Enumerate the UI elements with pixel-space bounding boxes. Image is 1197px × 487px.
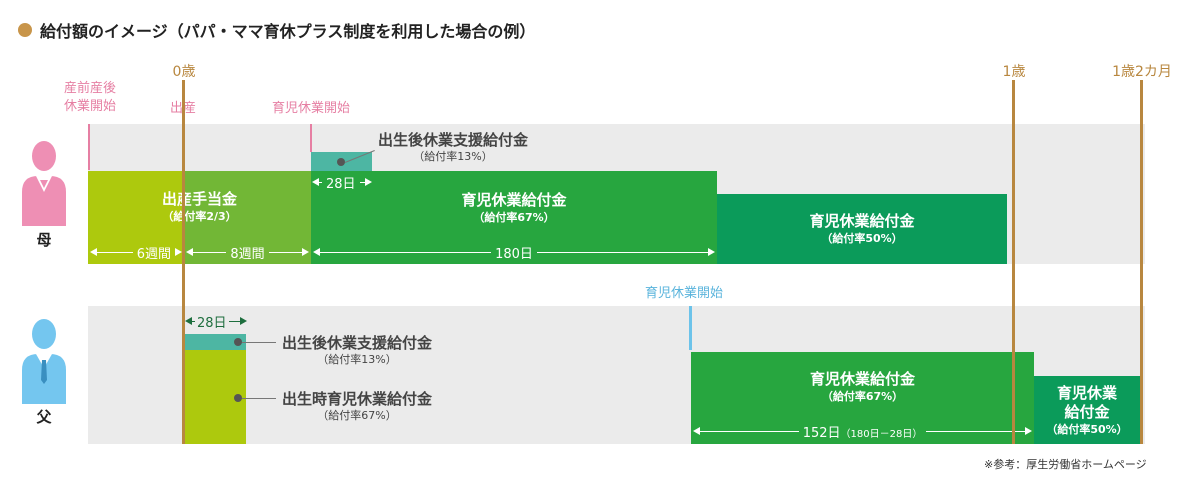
span-152days-note: （180日－28日） bbox=[840, 428, 923, 440]
mother-28days-text: 28日 bbox=[326, 176, 356, 192]
age-0-line bbox=[182, 80, 185, 444]
source-note: ※参考：厚生労働省ホームページ bbox=[984, 458, 1147, 471]
father-childcare-50-name-2: 給付金 bbox=[1064, 402, 1110, 421]
page-title: 給付額のイメージ（パパ・ママ育休プラス制度を利用した場合の例） bbox=[18, 18, 535, 42]
mother-childcare-67-name: 育児休業給付金 bbox=[461, 191, 567, 209]
father-postbirth-bar bbox=[184, 334, 246, 350]
title-text: 給付額のイメージ（パパ・ママ育休プラス制度を利用した場合の例） bbox=[40, 22, 536, 41]
span-180days-text: 180日 bbox=[495, 246, 533, 262]
span-6weeks-arrow: 6週間 bbox=[90, 244, 182, 262]
span-152days-text: 152日（180日－28日） bbox=[799, 422, 927, 441]
maternity-benefit-rate: （給付率2/3） bbox=[162, 210, 237, 223]
father-birth-time-callout: 出生時育児休業給付金 （給付率67%） bbox=[282, 390, 432, 423]
father-postbirth-callout: 出生後休業支援給付金 （給付率13%） bbox=[282, 334, 432, 367]
father-birth-time-rate: （給付率67%） bbox=[317, 409, 397, 422]
prenatal-tick bbox=[88, 124, 90, 170]
father-childcare-50-name-1: 育児休業 bbox=[1056, 383, 1117, 402]
father-28days-text: 28日 bbox=[197, 315, 227, 331]
maternity-benefit-name: 出産手当金 bbox=[161, 190, 237, 208]
span-152days-main: 152日 bbox=[802, 425, 841, 441]
age-1y2m-line bbox=[1140, 80, 1143, 444]
mother-28days-arrow: 28日 bbox=[312, 174, 372, 192]
span-8weeks-arrow: 8週間 bbox=[186, 244, 309, 262]
mother-postbirth-name: 出生後休業支援給付金 bbox=[378, 131, 529, 149]
span-152days-arrow: 152日（180日－28日） bbox=[693, 422, 1033, 441]
mother-person-icon bbox=[22, 141, 66, 226]
mother-childcare-start-label: 育児休業開始 bbox=[271, 101, 350, 116]
span-180days-arrow: 180日 bbox=[313, 244, 716, 262]
father-childcare-67-name: 育児休業給付金 bbox=[809, 370, 915, 388]
father-person-icon bbox=[22, 319, 66, 404]
mother-childcare-50-rate: （給付率50%） bbox=[821, 232, 903, 245]
father-childcare-67-bar: 育児休業給付金 （給付率67%） bbox=[691, 352, 1034, 444]
mother-childcare-tick bbox=[310, 124, 312, 152]
maternity-prenatal-bar bbox=[88, 171, 184, 264]
father-childcare-tick bbox=[689, 306, 692, 350]
mother-childcare-50-bar: 育児休業給付金 （給付率50%） bbox=[717, 194, 1007, 264]
prenatal-leave-start-label: 産前産後 休業開始 bbox=[63, 81, 116, 114]
mother-postbirth-dot bbox=[337, 158, 345, 166]
age-1y2m-label: 1歳2カ月 bbox=[1112, 64, 1172, 80]
father-postbirth-name: 出生後休業支援給付金 bbox=[282, 334, 433, 352]
mother-childcare-67-rate: （給付率67%） bbox=[473, 211, 555, 224]
father-childcare-start-label: 育児休業開始 bbox=[645, 286, 724, 301]
age-1-label: 1歳 bbox=[1002, 64, 1026, 80]
span-6weeks-text: 6週間 bbox=[136, 246, 171, 262]
father-childcare-50-bar: 育児休業 給付金 （給付率50%） bbox=[1034, 376, 1140, 444]
mother-childcare-67-bar: 育児休業給付金 （給付率67%） bbox=[311, 171, 717, 264]
mother-postbirth-callout: 出生後休業支援給付金 （給付率13%） bbox=[378, 131, 528, 164]
father-postbirth-dot bbox=[234, 338, 242, 346]
maternity-benefit-label: 出産手当金 （給付率2/3） bbox=[88, 171, 311, 243]
age-0-label: 0歳 bbox=[172, 64, 196, 80]
father-postbirth-leader bbox=[242, 342, 276, 343]
father-birth-time-name: 出生時育児休業給付金 bbox=[282, 390, 433, 408]
father-childcare-67-rate: （給付率67%） bbox=[821, 390, 904, 403]
father-28days-arrow: 28日 bbox=[185, 313, 247, 331]
age-1-line bbox=[1012, 80, 1015, 444]
father-birth-time-dot bbox=[234, 394, 242, 402]
father-postbirth-rate: （給付率13%） bbox=[317, 353, 397, 366]
father-childcare-50-rate: （給付率50%） bbox=[1046, 422, 1128, 436]
father-birth-time-leader bbox=[242, 398, 276, 399]
span-8weeks-text: 8週間 bbox=[230, 246, 265, 262]
mother-childcare-50-name: 育児休業給付金 bbox=[809, 212, 915, 230]
mother-label: 母 bbox=[36, 231, 52, 249]
mother-postbirth-rate: （給付率13%） bbox=[413, 150, 493, 163]
title-bullet-icon bbox=[18, 23, 32, 37]
maternity-postnatal-bar bbox=[184, 171, 311, 264]
father-label: 父 bbox=[36, 408, 52, 426]
